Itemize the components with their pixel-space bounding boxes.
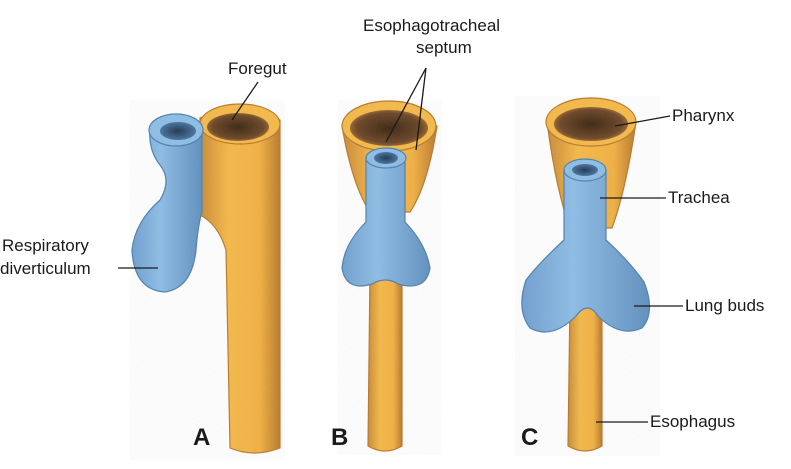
label-septum-line2: septum [416, 38, 472, 57]
leader-septum-2 [415, 67, 427, 151]
label-septum-line1: Esophagotracheal [363, 16, 501, 35]
label-pharynx: Pharynx [672, 106, 735, 125]
panel-b-drawing [338, 100, 442, 455]
label-foregut: Foregut [228, 59, 287, 78]
label-trachea: Trachea [668, 188, 730, 207]
panel-label-b: B [331, 424, 349, 451]
panel-label-a: A [193, 424, 211, 451]
label-esophagus: Esophagus [650, 412, 736, 431]
label-lung-buds: Lung buds [685, 296, 765, 315]
label-respiratory-line2: diverticulum [0, 259, 91, 278]
leader-lines [118, 67, 683, 423]
panel-c-drawing [515, 96, 660, 456]
panel-a-drawing [130, 100, 285, 460]
label-respiratory-line1: Respiratory [2, 236, 89, 255]
leader-septum-1 [385, 67, 427, 143]
panel-label-c: C [521, 424, 539, 451]
leader-foregut [231, 81, 259, 121]
leader-pharynx [614, 115, 671, 127]
